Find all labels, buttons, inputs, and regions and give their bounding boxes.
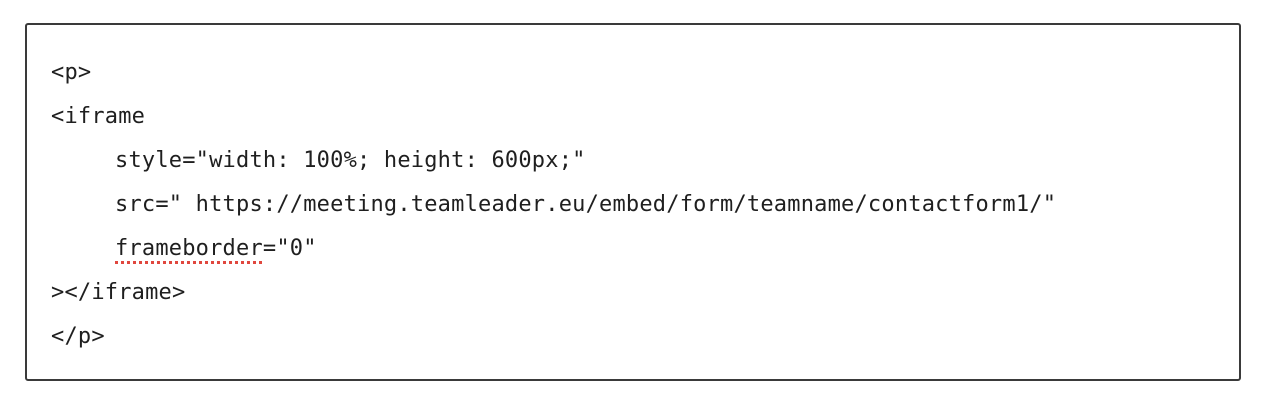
code-line-iframe-close[interactable]: ></iframe> (51, 280, 186, 305)
code-line-p-close[interactable]: </p> (51, 324, 105, 349)
code-editor-box[interactable]: <p> <iframe style="width: 100%; height: … (25, 23, 1241, 381)
code-line-p-open[interactable]: <p> (51, 60, 92, 85)
code-line-src-attr[interactable]: src=" https://meeting.teamleader.eu/embe… (115, 192, 1057, 217)
code-lines: <p> <iframe style="width: 100%; height: … (51, 51, 1056, 359)
code-line-style-attr[interactable]: style="width: 100%; height: 600px;" (115, 148, 586, 173)
frameborder-value: ="0" (262, 236, 317, 261)
spellcheck-flagged-word[interactable]: frameborder (115, 236, 263, 261)
code-line-iframe-open[interactable]: <iframe (51, 104, 146, 129)
code-line-frameborder-attr[interactable]: frameborder="0" (51, 227, 1056, 271)
